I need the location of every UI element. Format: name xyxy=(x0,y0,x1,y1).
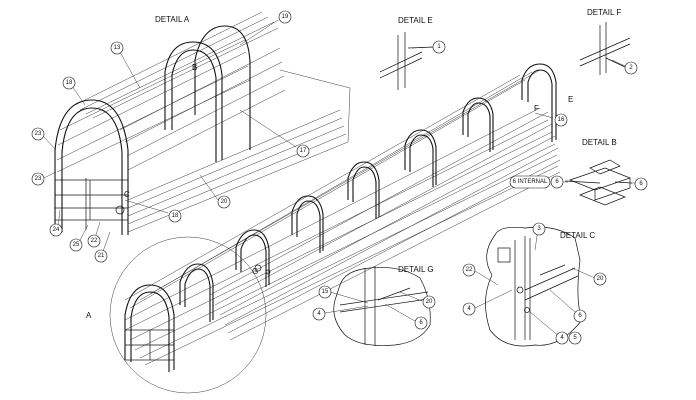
callout-4: 4 xyxy=(555,331,569,345)
svg-text:18: 18 xyxy=(66,80,73,86)
svg-text:4: 4 xyxy=(317,311,321,317)
callout-6: 6 xyxy=(414,316,428,330)
detail-c-title: DETAIL C xyxy=(560,231,595,240)
svg-text:17: 17 xyxy=(300,148,307,154)
svg-text:23: 23 xyxy=(35,176,42,182)
svg-text:18: 18 xyxy=(172,213,179,219)
callout-6: 6 xyxy=(573,309,587,323)
callout-20: 20 xyxy=(593,272,607,286)
detail-a-title: DETAIL A xyxy=(155,15,190,24)
svg-text:1: 1 xyxy=(437,44,441,50)
detail-b-figure xyxy=(564,159,633,206)
ref-letter-b: B xyxy=(192,63,197,72)
callout-22: 22 xyxy=(87,234,101,248)
svg-text:20: 20 xyxy=(426,299,433,305)
callout-15: 15 xyxy=(318,285,332,299)
ref-letter-c: C xyxy=(124,190,130,199)
callout-24: 24 xyxy=(49,223,63,237)
svg-text:20: 20 xyxy=(597,276,604,282)
callout-18: 18 xyxy=(168,209,182,223)
callout-20: 20 xyxy=(217,195,231,209)
callout-23: 23 xyxy=(31,172,45,186)
callout-3: 3 xyxy=(532,222,546,236)
svg-text:21: 21 xyxy=(98,253,105,259)
callout-23: 23 xyxy=(31,127,45,141)
ref-letter-g: G xyxy=(252,267,258,276)
callout-25: 25 xyxy=(69,238,83,252)
svg-text:2: 2 xyxy=(629,65,633,71)
callout-16: 16 xyxy=(554,113,568,127)
detail-e-title: DETAIL E xyxy=(398,16,433,25)
svg-text:6: 6 xyxy=(555,179,559,185)
callout-13: 13 xyxy=(110,41,124,55)
callout-6-internal: 6 INTERNAL xyxy=(509,175,551,189)
ref-letter-a: A xyxy=(86,311,92,320)
detail-f-figure xyxy=(579,22,631,75)
svg-text:4: 4 xyxy=(560,335,564,341)
svg-text:6: 6 xyxy=(639,181,643,187)
svg-text:3: 3 xyxy=(537,226,541,232)
detail-a-enlargement-circle xyxy=(109,236,267,394)
main-tunnel-assembly xyxy=(124,63,561,372)
callout-21: 21 xyxy=(94,249,108,263)
callout-1: 1 xyxy=(432,40,446,54)
svg-text:15: 15 xyxy=(322,289,329,295)
svg-text:24: 24 xyxy=(53,227,60,233)
svg-text:6: 6 xyxy=(419,320,423,326)
detail-a-assembly xyxy=(54,11,351,235)
callout-4: 4 xyxy=(462,302,476,316)
svg-text:13: 13 xyxy=(114,45,121,51)
callout-2: 2 xyxy=(624,61,638,75)
svg-text:16: 16 xyxy=(558,117,565,123)
svg-text:20: 20 xyxy=(221,199,228,205)
svg-text:5: 5 xyxy=(573,335,577,341)
ref-letter-e: E xyxy=(568,95,573,104)
detail-g-figure xyxy=(333,266,431,346)
svg-text:22: 22 xyxy=(91,238,98,244)
callout-22: 22 xyxy=(462,263,476,277)
detail-e-figure xyxy=(379,32,436,90)
callout-4: 4 xyxy=(312,307,326,321)
callout-19: 19 xyxy=(278,10,292,24)
detail-b-title: DETAIL B xyxy=(582,138,617,147)
svg-text:22: 22 xyxy=(466,267,473,273)
detail-f-title: DETAIL F xyxy=(587,8,621,17)
svg-text:4: 4 xyxy=(467,306,471,312)
callout-17: 17 xyxy=(296,144,310,158)
svg-text:6: 6 xyxy=(578,313,582,319)
callout-6: 6 xyxy=(550,175,564,189)
svg-text:6 INTERNAL: 6 INTERNAL xyxy=(513,179,548,185)
callout-20: 20 xyxy=(422,295,436,309)
detail-g-title: DETAIL G xyxy=(398,265,434,274)
ref-letter-f: F xyxy=(534,104,539,113)
callout-6: 6 xyxy=(634,177,648,191)
callout-5: 5 xyxy=(568,331,582,345)
callout-18: 18 xyxy=(62,76,76,90)
svg-text:19: 19 xyxy=(282,14,289,20)
detail-c-figure xyxy=(485,226,583,347)
svg-text:25: 25 xyxy=(73,242,80,248)
svg-text:23: 23 xyxy=(35,131,42,137)
